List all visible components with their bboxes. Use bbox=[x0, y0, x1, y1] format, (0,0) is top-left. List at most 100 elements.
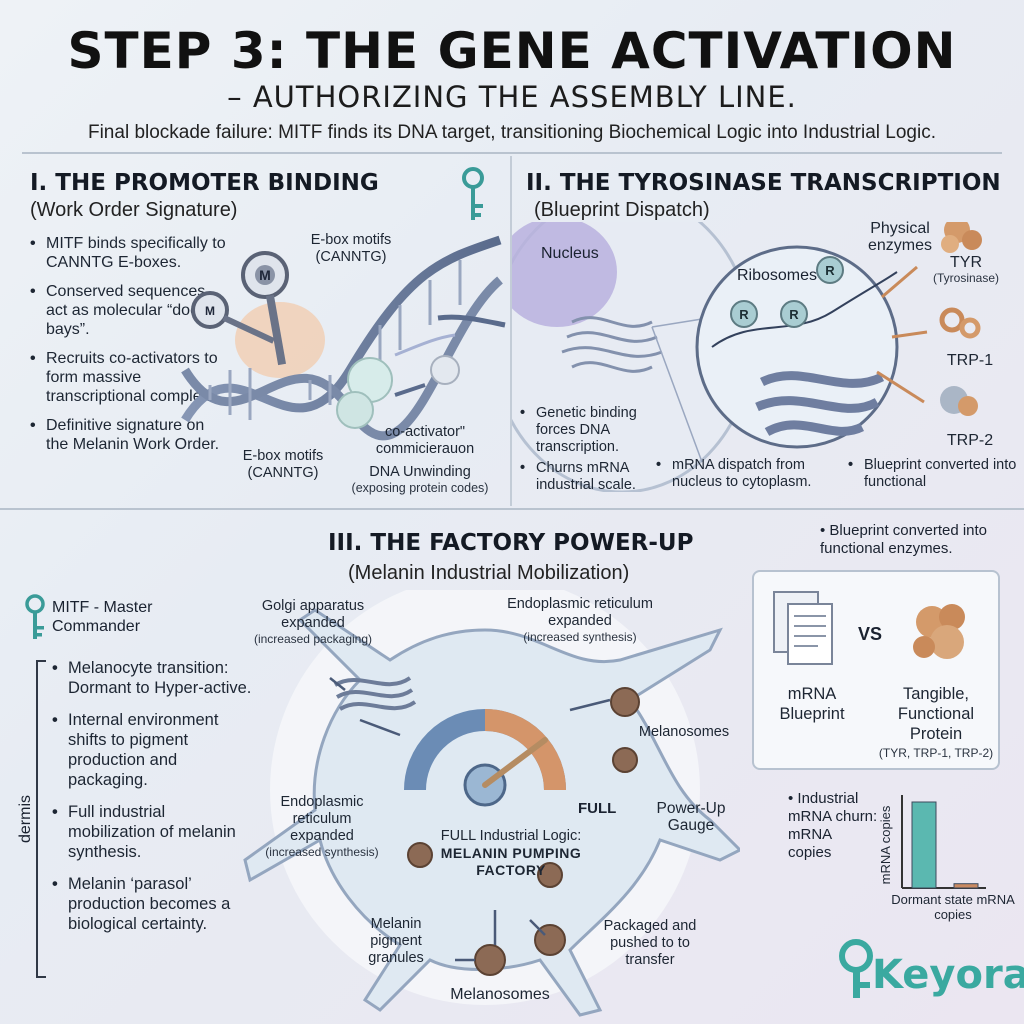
gauge-label: Power-Up Gauge bbox=[656, 800, 726, 834]
section3-bullets: Melanocyte transition: Dormant to Hyper-… bbox=[52, 658, 252, 944]
arrow-tyr bbox=[881, 265, 918, 299]
section1-bullets: MITF binds specifically to CANNTG E-boxe… bbox=[30, 234, 230, 464]
melanosomes-right-label: Melanosomes bbox=[638, 724, 730, 740]
section3-bullet: Melanin ‘parasol’ production becomes a b… bbox=[52, 874, 252, 934]
compare-panel: VS mRNA Blueprint Tangible, Functional P… bbox=[752, 570, 1000, 770]
page-tagline: Final blockade failure: MITF finds its D… bbox=[87, 122, 936, 143]
section1-bullet: Recruits co-activators to form massive t… bbox=[30, 349, 230, 406]
section3-heading: III. THE FACTORY POWER-UP bbox=[328, 530, 694, 556]
golgi-apparatus bbox=[333, 676, 417, 711]
tyr-text: TYR bbox=[950, 254, 982, 271]
unwinding-text: DNA Unwinding bbox=[369, 464, 471, 480]
coactivator-blob bbox=[336, 391, 374, 429]
section1-bullet: Definitive signature on the Melanin Work… bbox=[30, 416, 230, 454]
mitf-key-small: M bbox=[191, 291, 275, 344]
arrow bbox=[394, 383, 426, 397]
tyr-enzyme-icon bbox=[941, 222, 982, 253]
golgi-sub: (increased packaging) bbox=[253, 632, 373, 646]
ebox-bottom-text: E-box motifs bbox=[242, 448, 324, 464]
ebox-bottom-seq: (CANNTG) bbox=[247, 465, 319, 481]
section2-bullet: Blueprint converted into functional bbox=[848, 457, 1018, 491]
melanosomes-bottom-label: Melanosomes bbox=[450, 986, 550, 1003]
unwinding-sub: (exposing protein codes) bbox=[351, 481, 489, 495]
packaged-label: Packaged and pushed to to transfer bbox=[603, 918, 697, 968]
gauge-needle bbox=[482, 737, 548, 788]
mrna-strand bbox=[711, 271, 898, 348]
dna-strand-a bbox=[181, 235, 502, 423]
dna-illustration: M M bbox=[181, 235, 506, 441]
compare-note-text: Blueprint converted into functional enzy… bbox=[820, 522, 988, 557]
gauge-full-zone bbox=[484, 709, 566, 791]
mitf-key-large: M bbox=[241, 251, 289, 366]
section2-subheading: (Blueprint Dispatch) bbox=[534, 199, 710, 221]
factory-center-top: FULL Industrial Logic: bbox=[440, 828, 582, 844]
melanocyte-factory bbox=[243, 590, 740, 1017]
section2-bullet: Churns mRNA industrial scale. bbox=[520, 460, 665, 494]
er-membrane bbox=[755, 371, 885, 437]
er-top-sub: (increased synthesis) bbox=[523, 630, 637, 644]
factory-center-label: FULL Industrial Logic: MELANIN PUMPING F… bbox=[426, 828, 596, 879]
mrna-chart-xlabel: Dormant state mRNA copies bbox=[891, 892, 1015, 922]
section2-bullets-mid: mRNA dispatch from nucleus to cytoplasm. bbox=[656, 457, 836, 501]
page-subtitle: – AUTHORIZING THE ASSEMBLY LINE. bbox=[227, 80, 797, 114]
ribosome-group: R R R bbox=[730, 256, 844, 328]
brand-logo: Keyora bbox=[872, 952, 1024, 998]
trp2-label: TRP-2 bbox=[946, 432, 994, 449]
tyr-label: TYR (Tyrosinase) bbox=[916, 254, 1016, 285]
arrow-trp1 bbox=[891, 330, 928, 339]
section1-bullet: MITF binds specifically to CANNTG E-boxe… bbox=[30, 234, 230, 272]
vs-label: VS bbox=[858, 624, 883, 644]
svg-text:M: M bbox=[259, 267, 271, 283]
dermis-label: dermis bbox=[17, 794, 34, 843]
section3-bullet: Internal environment shifts to pigment p… bbox=[52, 710, 252, 790]
ebox-bottom-label: E-box motifs (CANNTG) bbox=[228, 448, 338, 482]
ebox-top-seq: (CANNTG) bbox=[315, 249, 387, 265]
golgi-text: Golgi apparatus expanded bbox=[261, 598, 365, 631]
mrna-bar-dormant bbox=[953, 883, 979, 889]
gauge-full-label: FULL bbox=[578, 800, 617, 817]
arrows bbox=[329, 677, 611, 962]
golgi-label: Golgi apparatus expanded (increased pack… bbox=[248, 598, 378, 646]
er-folds bbox=[561, 316, 663, 373]
svg-text:R: R bbox=[789, 307, 799, 322]
dna-base-pairs bbox=[208, 260, 462, 420]
mrna-bar-industrial bbox=[911, 801, 937, 889]
nucleus bbox=[512, 222, 617, 327]
dermis-bracket-top bbox=[36, 660, 46, 662]
ebox-top-label: E-box motifs (CANNTG) bbox=[296, 232, 406, 266]
section-divider-horizontal bbox=[0, 508, 1024, 510]
physical-enzymes-label: Physical enzymes bbox=[867, 220, 933, 254]
protein-sub-label: (TYR, TRP-1, TRP-2) bbox=[878, 746, 994, 760]
page-title: STEP 3: THE GENE ACTIVATION bbox=[67, 22, 957, 80]
er-left-text: Endoplasmic reticulum expanded bbox=[280, 794, 364, 844]
svg-text:R: R bbox=[825, 263, 835, 278]
er-top-label: Endoplasmic reticulum expanded (increase… bbox=[500, 596, 660, 644]
section2-bullet: Genetic binding forces DNA transcription… bbox=[520, 405, 665, 456]
nucleus-label: Nucleus bbox=[541, 245, 599, 262]
mrna-bar-chart: mRNA copies bbox=[878, 795, 986, 889]
zoom-line bbox=[651, 326, 703, 463]
arrow bbox=[394, 333, 456, 357]
section-divider-vertical bbox=[510, 156, 512, 506]
mrna-churn-note-text: Industrial mRNA churn: mRNA copies bbox=[788, 790, 878, 861]
header-divider bbox=[22, 152, 1002, 154]
section2-bullets-left: Genetic binding forces DNA transcription… bbox=[520, 405, 665, 504]
trp2-enzyme-icon bbox=[940, 386, 978, 416]
zoom-line bbox=[651, 318, 703, 328]
keyora-logo-icon bbox=[839, 939, 873, 998]
mrna-chart-ylabel: mRNA copies bbox=[878, 805, 893, 884]
mitf-commander-label: MITF - Master Commander bbox=[52, 599, 153, 635]
svg-text:R: R bbox=[739, 307, 749, 322]
zoom-circle bbox=[695, 245, 899, 449]
trp1-enzyme-icon bbox=[939, 307, 981, 339]
er-top-text: Endoplasmic reticulum expanded bbox=[507, 596, 653, 629]
section2-bullet: mRNA dispatch from nucleus to cytoplasm. bbox=[656, 457, 836, 491]
mrna-churn-note: • Industrial mRNA churn: mRNA copies bbox=[788, 790, 878, 861]
ebox-top-text: E-box motifs bbox=[310, 232, 392, 248]
compare-note: • Blueprint converted into functional en… bbox=[820, 522, 988, 557]
section3-subheading: (Melanin Industrial Mobilization) bbox=[348, 562, 630, 584]
protein-label: Tangible, Functional Protein bbox=[897, 685, 975, 743]
arrow-trp2 bbox=[876, 370, 925, 404]
section1-subheading: (Work Order Signature) bbox=[30, 199, 238, 221]
protein-icon bbox=[913, 604, 965, 659]
